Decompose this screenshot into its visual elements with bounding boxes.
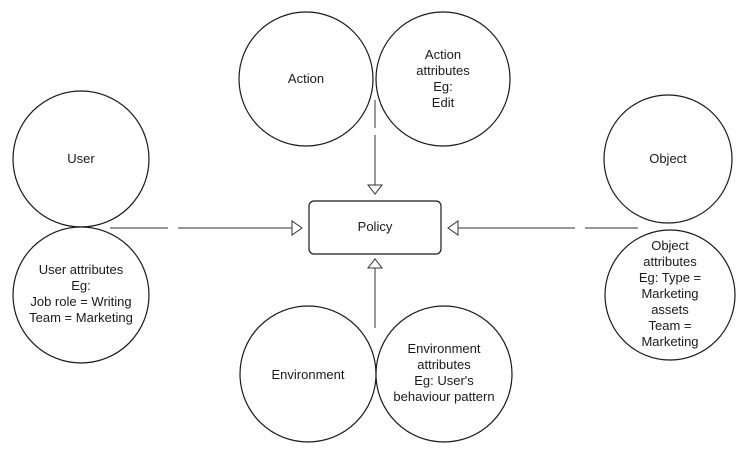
action-attributes-label: Action attributes Eg: Edit: [416, 47, 470, 110]
user-label: User: [67, 151, 95, 166]
policy-label: Policy: [357, 219, 393, 234]
object-label: Object: [649, 151, 687, 166]
connector-object-to-policy: [447, 220, 638, 236]
environment-attributes-circle: [375, 305, 513, 443]
action-attributes-circle: [375, 11, 511, 147]
object-attributes-circle: [604, 229, 736, 361]
environment-label: Environment: [271, 367, 345, 382]
action-circle: [238, 11, 374, 147]
connector-user-to-policy: [110, 220, 303, 236]
connector-environment-to-policy: [366, 258, 384, 328]
object-circle: [603, 94, 733, 224]
connector-action-to-policy: [366, 100, 384, 195]
object-attributes-label: Object attributes Eg: Type = Marketing a…: [638, 238, 702, 349]
user-attributes-circle: [12, 226, 150, 364]
action-label: Action: [287, 71, 325, 86]
user-attributes-label: User attributes Eg: Job role = Writing T…: [29, 262, 133, 325]
environment-attributes-label: Environment attributes Eg: User's behavi…: [393, 341, 495, 404]
policy-box: [308, 200, 442, 255]
